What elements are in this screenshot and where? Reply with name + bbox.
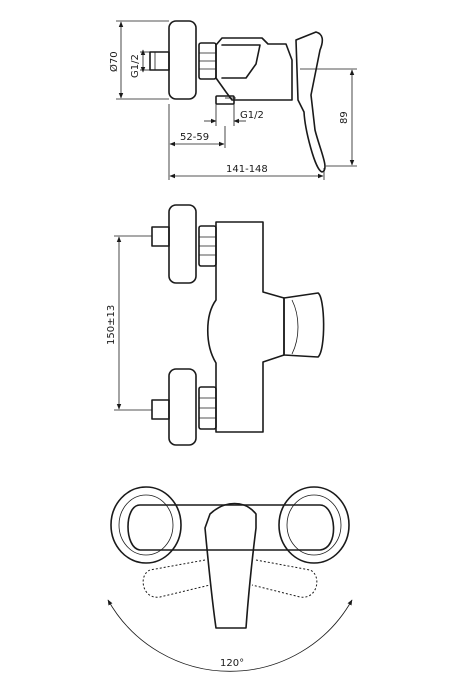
spacing-label: 150±13: [106, 305, 117, 345]
upper-flange: [168, 204, 197, 284]
top-view: 120°: [107, 486, 353, 672]
lower-inlet-pipe: [151, 399, 170, 420]
depth-label: 141-148: [226, 164, 268, 175]
inlet-thread-label: G1/2: [130, 54, 141, 78]
front-lever: [283, 292, 325, 358]
rotation-label: 120°: [220, 658, 244, 669]
diameter-label: Ø70: [108, 51, 120, 72]
wall-flange: [168, 20, 197, 100]
front-mixer-body: [207, 221, 285, 433]
outlet-thread-label: G1/2: [240, 110, 264, 121]
lever-right-position: [251, 559, 318, 598]
inlet-pipe: [149, 51, 170, 71]
upper-inlet-pipe: [151, 226, 170, 247]
right-rosette: [278, 486, 350, 564]
front-view: 150±13: [106, 204, 325, 446]
side-view: Ø70 G1/2 G1/2 52-59 141-148 89: [108, 20, 357, 180]
height-label: 89: [339, 111, 350, 124]
lever-handle: [295, 31, 326, 173]
shower-outlet: [215, 95, 235, 105]
top-lever: [204, 502, 257, 629]
rotation-arc: [107, 599, 353, 672]
mixer-body: [215, 37, 293, 101]
offset-label: 52-59: [180, 132, 209, 143]
left-rosette: [110, 486, 182, 564]
lever-left-position: [142, 559, 211, 598]
lower-flange: [168, 368, 197, 446]
top-mixer-body: [127, 504, 335, 551]
